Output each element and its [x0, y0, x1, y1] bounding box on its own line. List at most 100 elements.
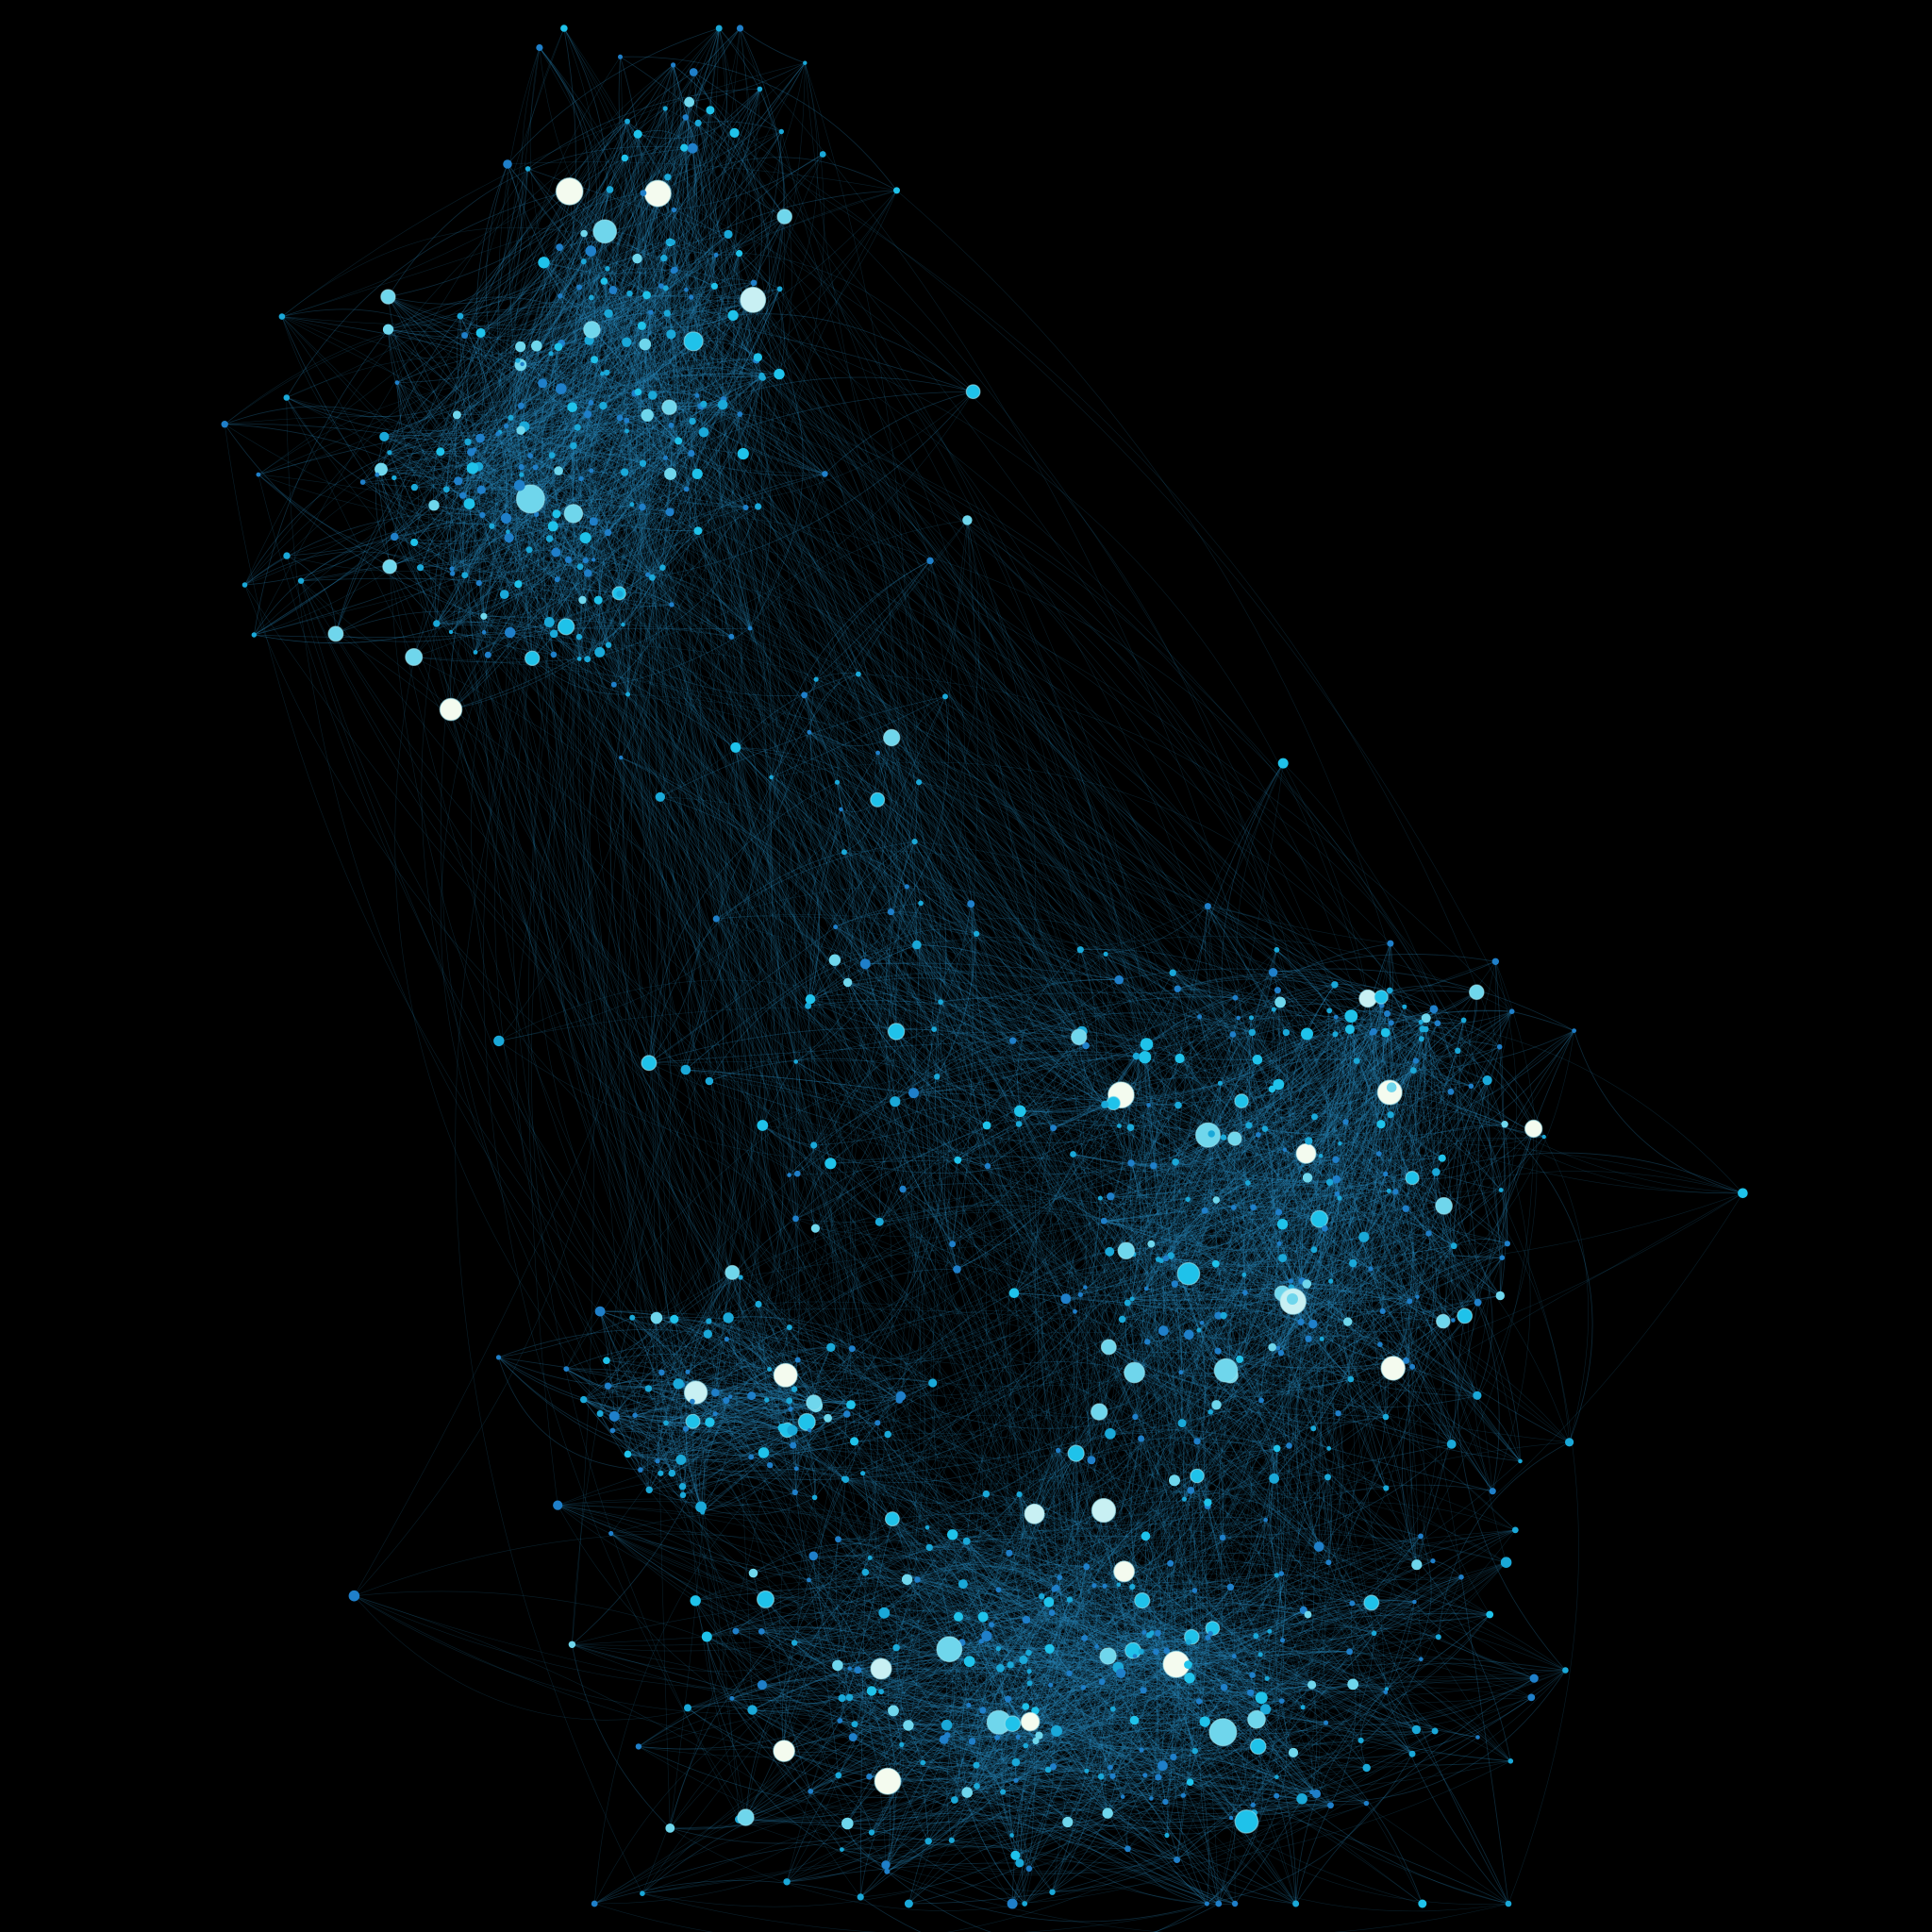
graph-edge — [641, 289, 780, 508]
graph-edge — [1134, 949, 1297, 1374]
graph-edge — [389, 452, 1478, 1396]
graph-edge — [1277, 1300, 1410, 1349]
graph-edge — [884, 1031, 1374, 1613]
graph-edge — [1349, 1029, 1442, 1159]
graph-edge — [1390, 1039, 1423, 1115]
graph-edge — [667, 312, 974, 392]
graph-edge — [966, 1541, 1190, 1643]
graph-edge — [1217, 1190, 1502, 1352]
graph-edge — [396, 382, 1069, 1823]
graph-edge — [1190, 1651, 1350, 1783]
graph-edge — [551, 346, 601, 653]
graph-edge — [967, 1134, 1259, 1706]
graph-edge — [1250, 1633, 1374, 1695]
graph-edge — [376, 394, 654, 475]
graph-edge — [1091, 1257, 1167, 1460]
graph-edge — [452, 573, 1195, 1752]
graph-edge — [506, 425, 533, 658]
graph-edge — [697, 123, 771, 508]
graph-edge — [1198, 1128, 1274, 1331]
graph-edge — [1052, 1603, 1353, 1892]
graph-edge — [991, 1045, 1098, 1625]
graph-edge — [1086, 1105, 1179, 1634]
graph-edge — [1279, 1002, 1488, 1081]
graph-edge — [1100, 1775, 1184, 1798]
graph-edge — [641, 507, 1372, 1270]
graph-edge — [841, 1760, 1511, 1874]
graph-edge — [1191, 1490, 1422, 1660]
graph-edge — [1075, 1453, 1462, 1580]
graph-edge — [603, 384, 724, 407]
graph-edge — [1096, 1636, 1192, 1647]
graph-edge — [696, 395, 1217, 1201]
graph-edge — [1020, 1110, 1437, 1173]
graph-edge — [627, 1454, 809, 1581]
graph-edge — [1151, 1030, 1574, 1244]
graph-edge — [641, 209, 675, 326]
graph-edge — [594, 1541, 967, 1905]
graph-edge — [1034, 906, 1210, 1514]
graph-edge — [541, 552, 557, 623]
graph-edge — [384, 435, 559, 472]
graph-edge — [1338, 1257, 1503, 1414]
graph-edge — [578, 109, 711, 288]
graph-edge — [521, 346, 559, 407]
graph-edge — [476, 189, 610, 617]
graph-edge — [1029, 1502, 1208, 1684]
graph-edge — [671, 334, 853, 1349]
graph-edge — [735, 674, 858, 748]
graph-edge — [647, 1321, 709, 1491]
graph-edge — [483, 615, 614, 686]
graph-edge — [604, 280, 654, 594]
graph-edge — [858, 674, 1083, 1032]
graph-edge — [225, 416, 691, 454]
graph-edge — [1175, 1161, 1396, 1192]
graph-edge — [1188, 1135, 1213, 1274]
graph-edge — [1028, 1671, 1331, 1807]
graph-edge — [1130, 942, 1391, 1164]
graph-edge — [1407, 1301, 1418, 1565]
graph-edge — [585, 538, 988, 1637]
graph-edge — [281, 316, 1231, 1588]
graph-edge — [1433, 1008, 1589, 1442]
graph-edge — [986, 1585, 1566, 1671]
graph-edge — [677, 1321, 709, 1384]
graph-edge — [1170, 1562, 1261, 1823]
graph-edge — [657, 1346, 831, 1461]
graph-edge — [891, 737, 1127, 1251]
graph-edge — [687, 1707, 909, 1753]
graph-edge — [604, 281, 629, 695]
graph-edge — [1048, 1601, 1326, 1724]
graph-edge — [1242, 1153, 1307, 1275]
graph-edge — [388, 296, 537, 515]
graph-edge — [434, 431, 501, 625]
graph-edge — [927, 1709, 984, 1841]
graph-edge — [253, 328, 389, 636]
graph-edge — [1208, 906, 1317, 1300]
graph-edge — [1176, 1263, 1253, 1860]
graph-edge — [1263, 1478, 1283, 1641]
graph-edge — [1349, 1529, 1516, 1653]
graph-edge — [1121, 1094, 1330, 1183]
graph-edge — [648, 796, 701, 1064]
graph-edge — [1385, 1032, 1508, 1244]
graph-edge — [1239, 1034, 1336, 1359]
graph-edge — [462, 432, 501, 496]
graph-edge — [1179, 1058, 1265, 1539]
graph-edge — [901, 1658, 1422, 1745]
graph-edge — [1184, 1443, 1452, 1500]
graph-edge — [427, 233, 585, 625]
graph-edge — [865, 928, 977, 964]
graph-edge — [1370, 1128, 1534, 1270]
graph-edge — [1337, 1039, 1423, 1194]
graph-edge — [1190, 1475, 1247, 1823]
graph-edge — [603, 405, 692, 454]
graph-edge — [795, 1076, 938, 1220]
graph-edge — [998, 1490, 1191, 1591]
graph-edge — [1311, 1280, 1331, 1686]
graph-edge — [697, 190, 897, 1390]
graph-edge — [524, 549, 866, 1573]
graph-edge — [612, 290, 668, 314]
graph-edge — [440, 451, 1422, 1537]
graph-edge — [1233, 1013, 1388, 1208]
